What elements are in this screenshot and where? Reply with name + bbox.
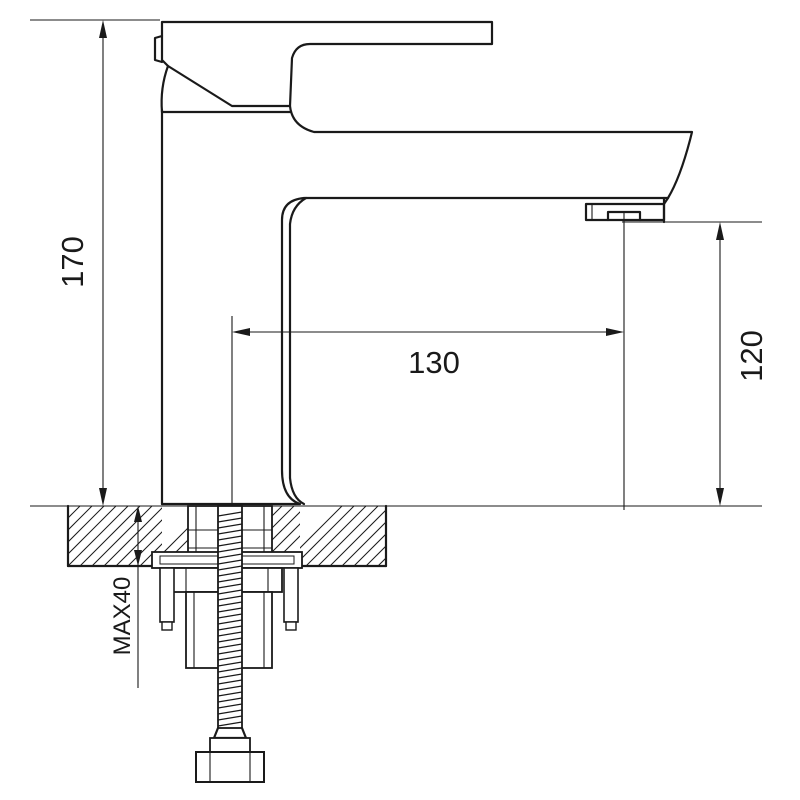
thread-line [217,559,243,565]
thread-line [217,511,243,517]
thread-line [217,637,243,643]
max40-dimension: MAX40 [109,506,146,688]
thread-line [217,619,243,625]
thread-line [217,571,243,577]
thread-line [217,583,243,589]
thread-line [217,661,243,667]
thread-line [217,721,243,727]
height-170-dimension: 170 [30,19,160,506]
thread-line [217,703,243,709]
thread-line [217,595,243,601]
thread-line [217,589,243,595]
thread-line [217,607,243,613]
thread-line [217,697,243,703]
height-120-label: 120 [734,330,769,382]
max40-label: MAX40 [109,577,136,656]
thread-line [217,547,243,553]
thread-line [217,655,243,661]
reach-130-label: 130 [408,345,460,380]
thread-line [217,691,243,697]
thread-line [217,565,243,571]
thread-line [217,625,243,631]
height-120-dimension: 120 [622,221,769,506]
thread-line [217,613,243,619]
thread-line [217,715,243,721]
thread-line [217,601,243,607]
thread-line [217,553,243,559]
thread-line [217,631,243,637]
faucet-body [153,20,694,506]
thread-line [217,685,243,691]
thread-line [217,523,243,529]
thread-line [217,679,243,685]
thread-line [217,709,243,715]
thread-line [217,535,243,541]
thread-line [217,517,243,523]
thread-line [217,529,243,535]
thread-line [217,541,243,547]
threaded-supply-rod [195,505,265,783]
thread-line [217,667,243,673]
thread-line [217,577,243,583]
thread-line [217,673,243,679]
thread-line [217,649,243,655]
height-170-label: 170 [55,236,90,288]
thread-line [217,643,243,649]
